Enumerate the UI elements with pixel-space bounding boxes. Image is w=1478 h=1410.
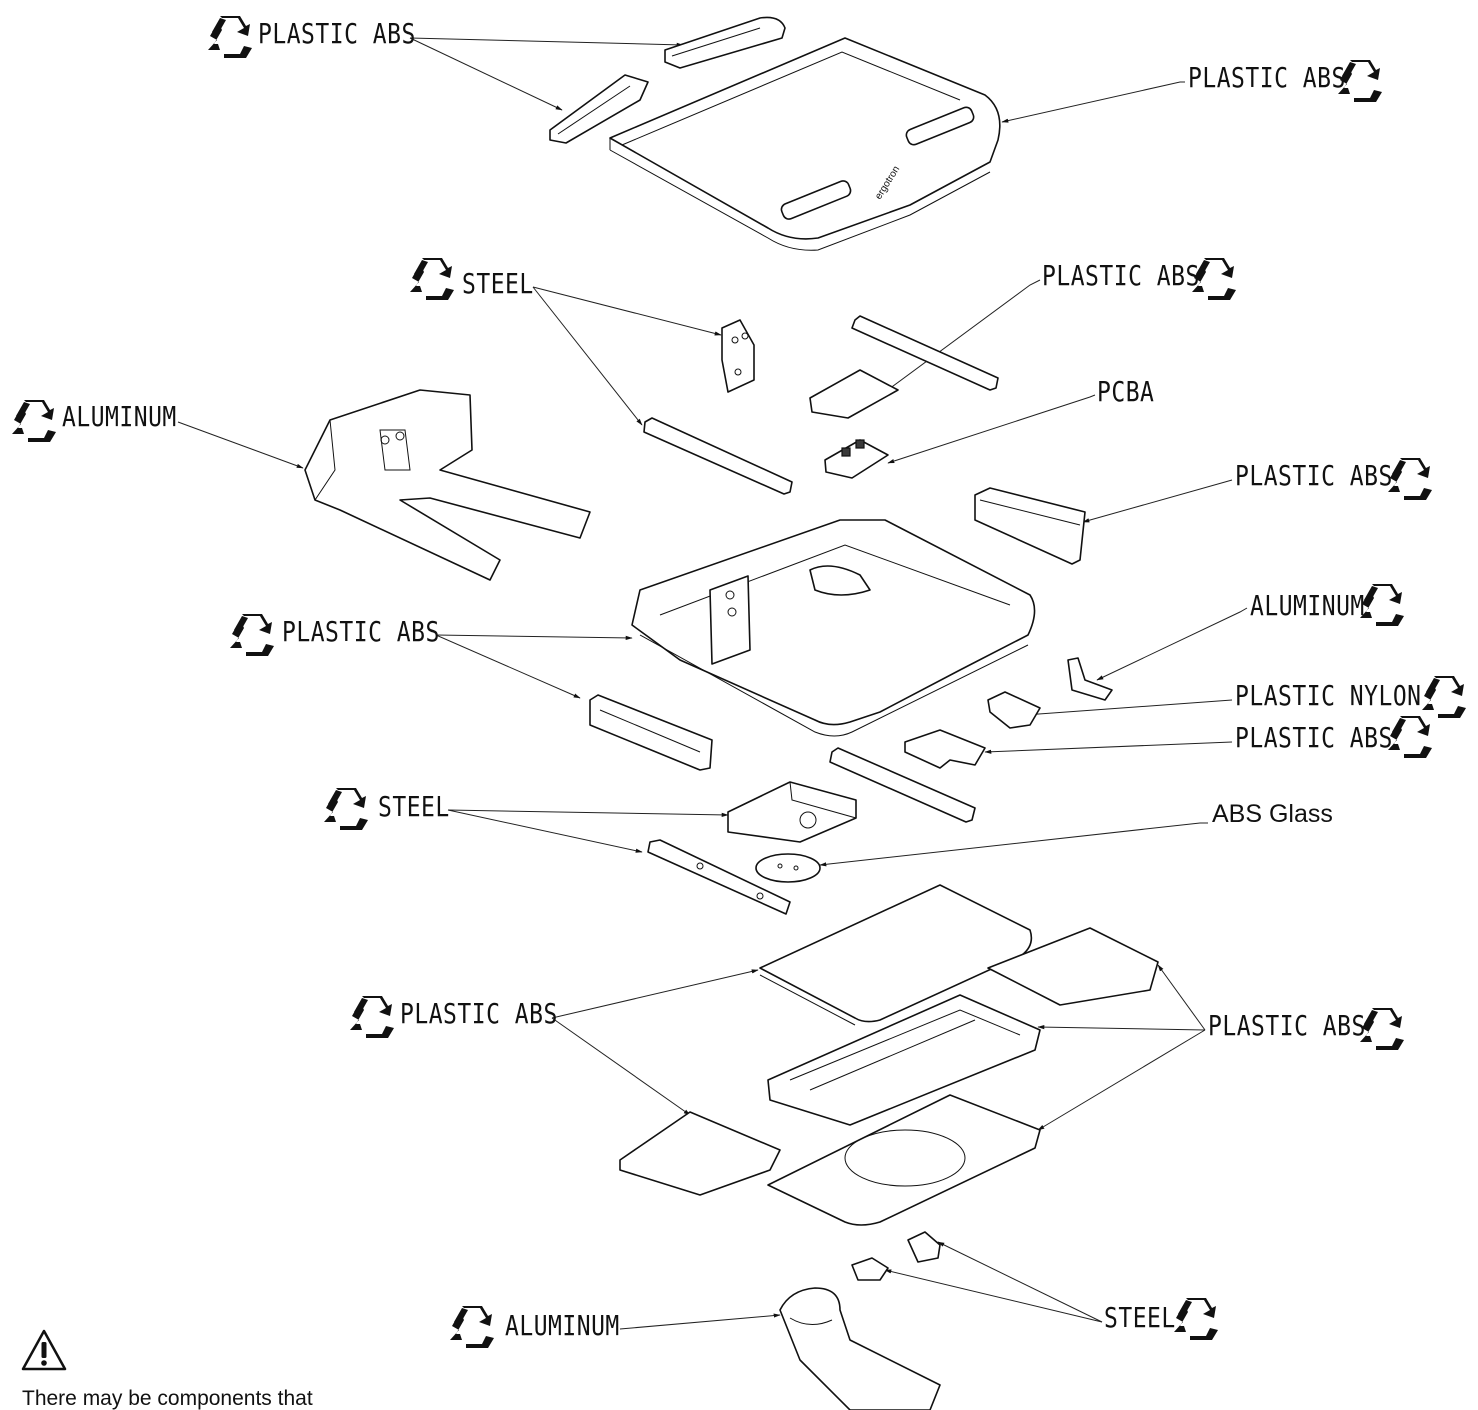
recycle-icon <box>350 996 394 1038</box>
recycle-icon <box>324 788 368 830</box>
material-label: PLASTIC ABS <box>1042 261 1200 293</box>
recycle-icon <box>1388 716 1432 758</box>
recycle-icon <box>1338 60 1382 102</box>
main-chassis-part <box>631 519 1036 737</box>
base-parts <box>779 1231 941 1410</box>
material-label: STEEL <box>1104 1303 1176 1335</box>
material-label: ABS Glass <box>1212 800 1333 828</box>
recycle-icon <box>410 258 454 300</box>
front-cover-part <box>589 694 713 771</box>
recycle-icon <box>1388 458 1432 500</box>
recycle-icon <box>1192 258 1236 300</box>
recycle-icon <box>1174 1298 1218 1340</box>
material-label: STEEL <box>462 269 534 301</box>
top-handle-parts <box>549 16 786 144</box>
leader-lines <box>177 37 1248 1330</box>
warning-triangle-icon <box>21 1329 67 1371</box>
aluminum-frame-part <box>304 389 591 581</box>
material-label: ALUMINUM <box>62 402 177 434</box>
material-label: PLASTIC ABS <box>1235 723 1393 755</box>
recycle-icon <box>1422 676 1466 718</box>
steel-tray-part <box>727 781 857 843</box>
material-label: PCBA <box>1097 377 1155 409</box>
hinge-bracket-part <box>721 319 755 393</box>
material-label: ALUMINUM <box>505 1311 620 1343</box>
recycle-icon <box>208 16 252 58</box>
material-label: PLASTIC ABS <box>1188 63 1346 95</box>
latch-parts <box>904 657 1113 769</box>
material-label: STEEL <box>378 792 450 824</box>
material-label: PLASTIC ABS <box>400 999 558 1031</box>
recycle-icon <box>12 400 56 442</box>
material-label: PLASTIC NYLON <box>1235 681 1422 713</box>
recycle-icon <box>1360 584 1404 626</box>
material-label: PLASTIC ABS <box>1235 461 1393 493</box>
material-label: ALUMINUM <box>1250 591 1365 623</box>
material-label: PLASTIC ABS <box>258 19 416 51</box>
recycle-icon <box>230 614 274 656</box>
lower-panel-parts <box>619 884 1159 1226</box>
material-label: PLASTIC ABS <box>1208 1011 1366 1043</box>
abs-glass-disc-part <box>755 853 821 883</box>
rail-parts <box>643 315 999 915</box>
warning-note: There may be components that <box>22 1387 313 1410</box>
side-cover-part <box>974 487 1086 565</box>
recycle-icon <box>1360 1008 1404 1050</box>
material-label: PLASTIC ABS <box>282 617 440 649</box>
top-lid-part: ergotron <box>609 37 1001 251</box>
recycle-icon <box>450 1306 494 1348</box>
pcba-bracket-part <box>809 369 899 479</box>
